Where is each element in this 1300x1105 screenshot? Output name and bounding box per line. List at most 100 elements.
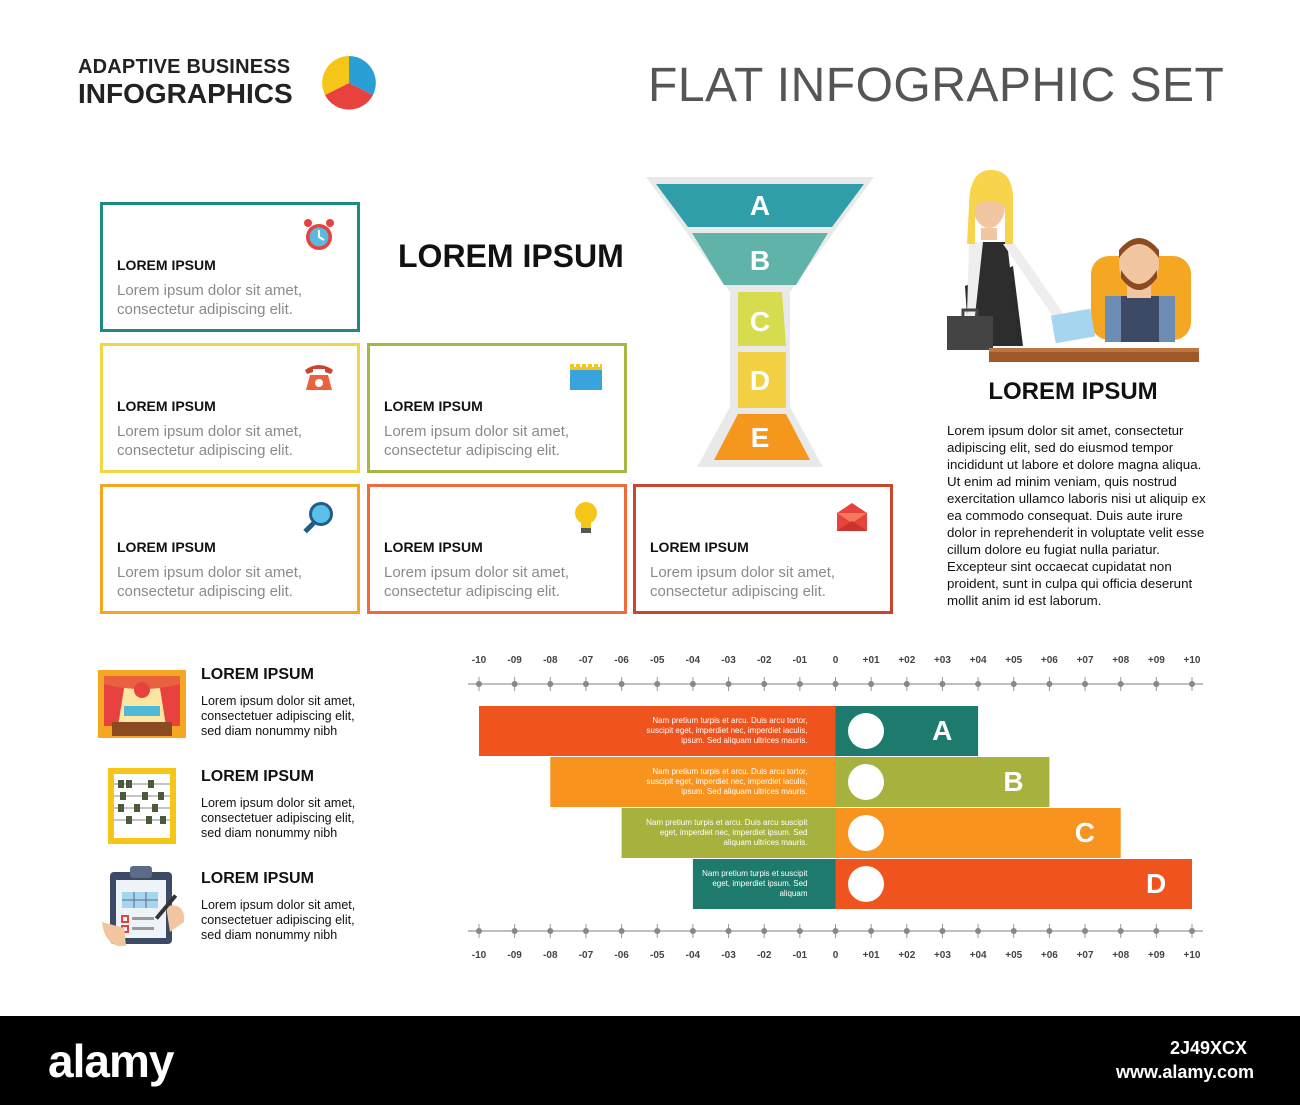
page-title: FLAT INFOGRAPHIC SET <box>648 59 1225 112</box>
tick-label: -10 <box>471 655 487 666</box>
mid-heading: LOREM IPSUM <box>398 238 624 274</box>
tick-label: +02 <box>898 655 916 666</box>
right-heading: LOREM IPSUM <box>988 378 1158 405</box>
funnel-letter-e: E <box>750 422 770 453</box>
axis-tick-dot <box>1046 928 1053 934</box>
axis-tick-dot <box>1117 681 1124 687</box>
calendar-icon <box>847 713 884 749</box>
tick-label: -02 <box>756 655 772 666</box>
card-body: Lorem ipsum dolor sit amet, consectetur … <box>117 282 303 318</box>
envelope-icon <box>847 866 884 902</box>
tick-label: +03 <box>933 655 951 666</box>
axis-tick-dot <box>511 928 518 934</box>
tick-label: +10 <box>1183 655 1201 666</box>
tick-label: +02 <box>898 950 916 961</box>
bar-negative-b <box>550 757 836 807</box>
axis-tick-dot <box>796 681 803 687</box>
business-people-illustration <box>947 170 1199 362</box>
tick-label: -01 <box>792 655 808 666</box>
footer-url: www.alamy.com <box>1116 1062 1255 1082</box>
alarm-clock-icon <box>304 219 334 250</box>
axis-tick-dot <box>654 681 661 687</box>
bar-description: Nam pretium turpis et arcu. Duis arcu to… <box>646 767 808 796</box>
footer-logo: alamy <box>48 1035 174 1087</box>
axis-tick-dot <box>1153 928 1160 934</box>
axis-tick-dot <box>689 928 696 934</box>
list-item-2-body: Lorem ipsum dolor sit amet, consectetuer… <box>201 796 356 840</box>
axis-tick-dot <box>975 681 982 687</box>
axis-tick-dot <box>1010 681 1017 687</box>
tick-label: -01 <box>792 950 808 961</box>
tick-label: -08 <box>543 655 558 666</box>
magnifier-icon <box>303 502 333 534</box>
tick-label: +10 <box>1183 950 1201 961</box>
axis-tick-dot <box>903 928 910 934</box>
tick-label: +09 <box>1147 655 1165 666</box>
list-item-3-body: Lorem ipsum dolor sit amet, consectetuer… <box>201 898 356 942</box>
light-bulb-icon <box>575 502 597 533</box>
funnel-diagram <box>646 177 874 467</box>
tick-label: -03 <box>721 950 736 961</box>
card-title: LOREM IPSUM <box>384 539 483 555</box>
axis-tick-dot <box>903 681 910 687</box>
tick-label: -07 <box>578 950 594 961</box>
tick-label: 0 <box>832 655 839 666</box>
tick-label: +09 <box>1147 950 1165 961</box>
card-body: Lorem ipsum dolor sit amet, consectetur … <box>117 564 303 600</box>
axis-tick-dot <box>1082 928 1089 934</box>
axis-tick-dot <box>476 928 482 934</box>
axis-tick-dot <box>1189 928 1195 934</box>
axis-tick-dot <box>868 928 875 934</box>
axis-tick-dot <box>939 928 946 934</box>
axis-tick-dot <box>582 928 589 934</box>
funnel-letter-a: A <box>749 190 771 221</box>
axis-tick-dot <box>1189 681 1195 687</box>
tick-label: -10 <box>471 950 487 961</box>
brand-line-2: INFOGRAPHICS <box>78 78 293 109</box>
funnel-segment-d <box>738 352 786 408</box>
bar-negative-d <box>692 859 836 909</box>
pie-slice-yellow <box>322 56 349 95</box>
right-body-text: Lorem ipsum dolor sit amet, consectetur … <box>947 423 1206 608</box>
card-body: Lorem ipsum dolor sit amet, consectetur … <box>117 423 303 459</box>
tick-label: -07 <box>578 655 594 666</box>
theater-stage-icon <box>98 670 186 738</box>
info-card-3: LOREM IPSUM Lorem ipsum dolor sit amet, … <box>367 343 627 473</box>
tick-label: -04 <box>685 655 701 666</box>
bar-letter-a: A <box>932 715 953 746</box>
info-card-1: LOREM IPSUM Lorem ipsum dolor sit amet, … <box>100 202 360 332</box>
axis-tick-dot <box>1082 681 1089 687</box>
funnel-segment-a <box>656 184 864 227</box>
tick-label: +01 <box>862 655 880 666</box>
brand-line-1: ADAPTIVE BUSINESS <box>78 56 291 78</box>
calendar-icon <box>570 361 602 390</box>
axis-tick-dot <box>618 681 625 687</box>
card-title: LOREM IPSUM <box>117 539 216 555</box>
tick-label: -09 <box>507 950 522 961</box>
bar-description: Nam pretium turpis et arcu. Duis arcu to… <box>646 716 808 745</box>
axis-tick-dot <box>547 681 554 687</box>
bar-negative-c <box>621 808 836 858</box>
tick-label: +08 <box>1112 950 1130 961</box>
axis-tick-dot <box>975 928 982 934</box>
tick-label: +06 <box>1040 950 1058 961</box>
bar-letter-d: D <box>1146 868 1167 899</box>
bar-negative-a <box>479 706 836 756</box>
card-body: Lorem ipsum dolor sit amet, consectetur … <box>650 564 836 600</box>
funnel-letter-b: B <box>749 245 771 276</box>
axis-tick-dot <box>725 681 732 687</box>
axis-tick-dot <box>1010 928 1017 934</box>
funnel-segment-c <box>738 292 786 346</box>
axis-tick-dot <box>1046 681 1053 687</box>
axis-tick-dot <box>1117 928 1124 934</box>
pie-slice-blue <box>349 56 376 95</box>
pie-slice-red <box>325 83 373 110</box>
bar-description: Nam pretium turpis et suscipit eget, imp… <box>702 869 808 898</box>
axis-tick-dot <box>689 681 696 687</box>
tick-label: +07 <box>1076 950 1094 961</box>
axis-tick-dot <box>511 681 518 687</box>
footer-image-id: 2J49XCX <box>1170 1038 1248 1058</box>
tick-label: -05 <box>650 950 665 961</box>
tick-label: -09 <box>507 655 522 666</box>
axis-tick-dot <box>796 928 803 934</box>
